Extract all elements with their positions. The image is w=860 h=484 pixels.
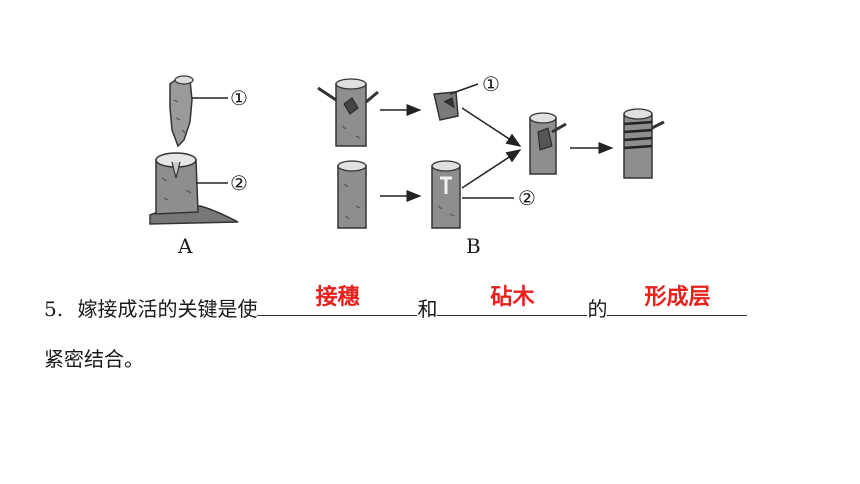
answer-rootstock: 砧木 — [490, 285, 535, 310]
rootstock-b — [337, 160, 367, 229]
marker-a-2: ② — [230, 171, 248, 195]
marker-b-1: ① — [482, 72, 500, 96]
connector-and: 和 — [417, 297, 438, 321]
part-a-label: A — [178, 234, 193, 258]
marker-a-1: ① — [230, 86, 248, 110]
rootstock-a — [149, 152, 239, 225]
marker-b-2: ② — [518, 186, 536, 210]
question-continuation: 紧密结合。 — [44, 347, 144, 371]
answer-cambium: 形成层 — [644, 285, 711, 310]
part-b-drawing — [317, 78, 665, 229]
bud-shield — [433, 91, 459, 121]
answer-scion: 接穗 — [315, 285, 360, 310]
blank-3: 形成层 — [607, 285, 748, 316]
grafting-figure: ① ② A ① ② B — [149, 72, 665, 258]
blank-1: 接穗 — [257, 285, 418, 316]
part-b-label: B — [466, 234, 481, 258]
scion-a — [169, 75, 194, 148]
question-number: 5. — [44, 297, 64, 321]
stock-with-bud — [317, 78, 379, 147]
grafting-illustration — [149, 75, 665, 229]
inserted-bud — [529, 112, 567, 175]
question-text: 嫁接成活的关键是使 — [77, 297, 258, 321]
part-a-drawing — [149, 75, 239, 225]
bound-graft — [623, 108, 665, 179]
rootstock-t-cut — [431, 160, 461, 229]
blank-2: 砧木 — [437, 285, 588, 316]
connector-of: 的 — [587, 297, 608, 321]
question-5: 5. 嫁接成活的关键是使 接穗 和 砧木 的 形成层 — [44, 285, 748, 322]
